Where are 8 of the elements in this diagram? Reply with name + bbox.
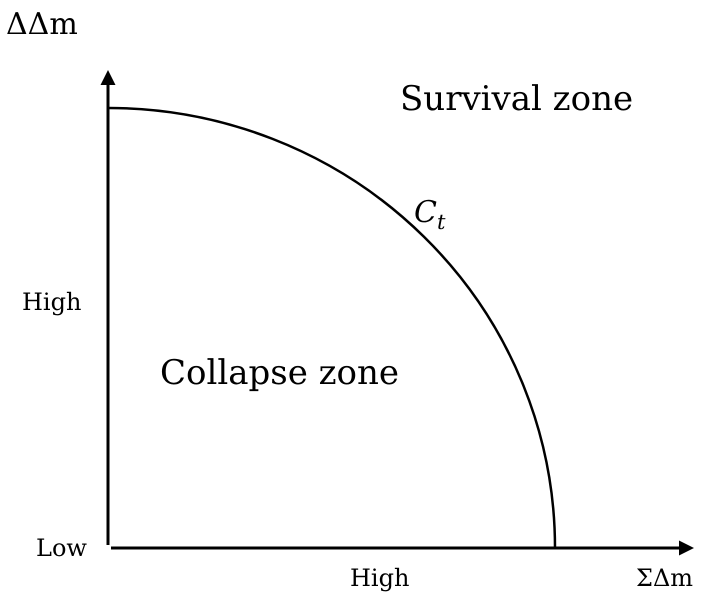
tick-label: Low: [36, 536, 87, 560]
curve-label: C$_{t}$: [414, 198, 446, 233]
axis-title: ΔΔm: [6, 10, 78, 40]
zone-label: Collapse zone: [160, 356, 400, 390]
tick-label: High: [22, 290, 82, 314]
tick-label: High: [350, 566, 410, 590]
axis-title: ΣΔm: [636, 566, 694, 590]
zone-label: Survival zone: [400, 82, 634, 116]
